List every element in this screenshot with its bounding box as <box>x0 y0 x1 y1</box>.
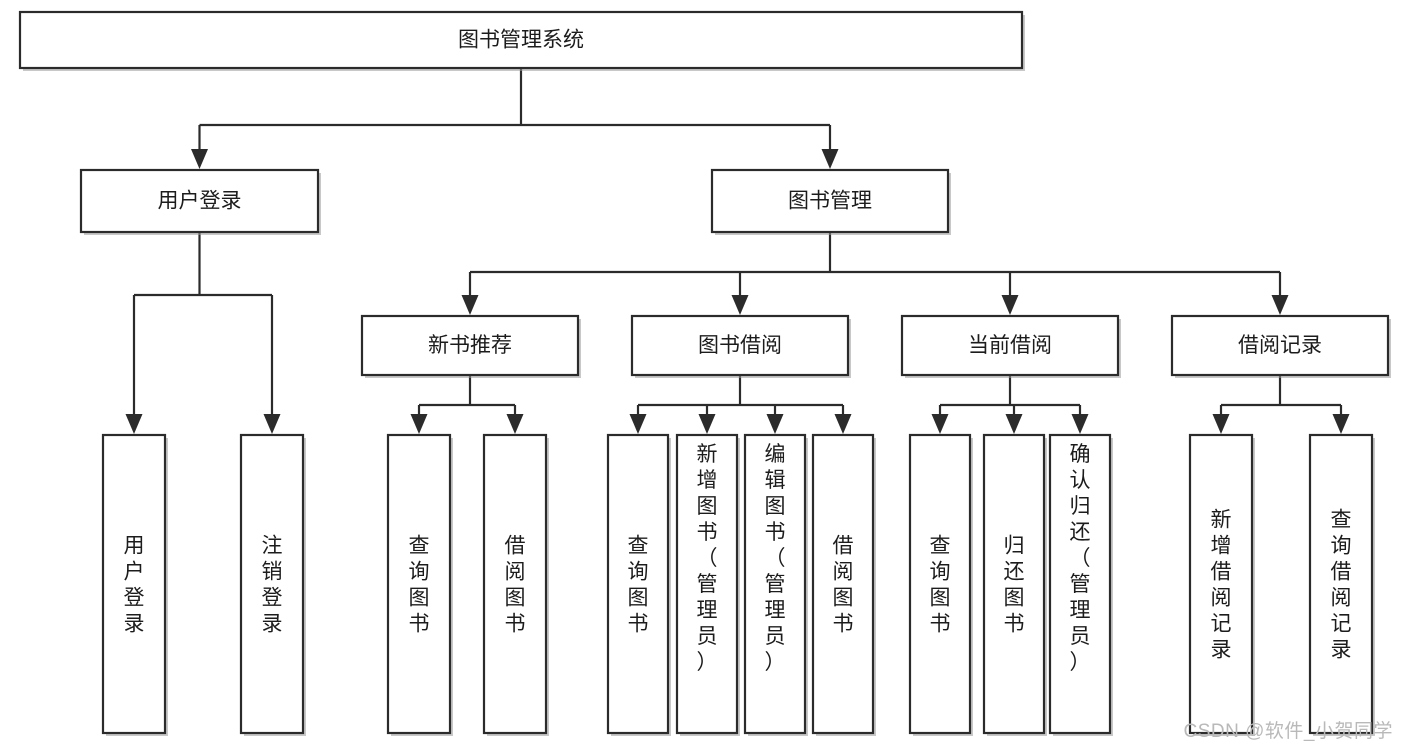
node-rect[interactable] <box>1188 433 1254 735</box>
node-rect[interactable] <box>710 168 950 234</box>
node-l-user-logout[interactable]: 注销登录 <box>239 433 306 736</box>
node-rect[interactable] <box>900 314 1120 377</box>
arrow-head-icon <box>125 414 143 434</box>
node-l-edit-book[interactable]: 编辑图书（管理员） <box>743 433 808 736</box>
node-l-borrow-book-a[interactable]: 借阅图书 <box>482 433 549 736</box>
node-rect[interactable] <box>675 433 739 735</box>
node-rect[interactable] <box>606 433 670 735</box>
node-layer: 图书管理系统用户登录图书管理新书推荐图书借阅当前借阅借阅记录用户登录注销登录查询… <box>18 10 1391 736</box>
node-rect[interactable] <box>811 433 875 735</box>
node-l-add-book[interactable]: 新增图书（管理员） <box>675 433 740 736</box>
node-label: 查询图书 <box>628 534 649 635</box>
node-label: 查询借阅记录 <box>1331 508 1352 661</box>
node-l-borrow-book-b[interactable]: 借阅图书 <box>811 433 876 736</box>
node-l-add-record[interactable]: 新增借阅记录 <box>1188 433 1255 736</box>
node-root[interactable]: 图书管理系统 <box>18 10 1025 71</box>
node-label: 用户登录 <box>124 534 145 635</box>
arrow-head-icon <box>1071 414 1089 434</box>
arrow-head-icon <box>698 414 716 434</box>
node-rect[interactable] <box>18 10 1024 70</box>
node-label: 确认归还（管理员） <box>1070 443 1091 674</box>
node-label: 新书推荐 <box>428 334 512 357</box>
node-n-current[interactable]: 当前借阅 <box>900 314 1121 378</box>
arrow-head-icon <box>629 414 647 434</box>
node-label: 用户登录 <box>158 190 242 213</box>
node-rect[interactable] <box>79 168 320 234</box>
node-rect[interactable] <box>1170 314 1390 377</box>
node-l-query-record[interactable]: 查询借阅记录 <box>1308 433 1375 736</box>
arrow-head-icon <box>766 414 784 434</box>
node-label: 查询图书 <box>409 534 430 635</box>
node-label: 当前借阅 <box>968 334 1052 357</box>
node-rect[interactable] <box>360 314 580 377</box>
arrow-head-icon <box>821 149 839 169</box>
node-l-return-book[interactable]: 归还图书 <box>982 433 1047 736</box>
arrow-head-icon <box>410 414 428 434</box>
node-l-confirm-return[interactable]: 确认归还（管理员） <box>1048 433 1113 736</box>
node-rect[interactable] <box>743 433 807 735</box>
node-n-new-rec[interactable]: 新书推荐 <box>360 314 581 378</box>
node-l-query-book-c[interactable]: 查询图书 <box>908 433 973 736</box>
arrow-head-icon <box>191 149 208 169</box>
node-label: 查询图书 <box>930 534 951 635</box>
node-label: 借阅记录 <box>1238 334 1322 357</box>
node-rect[interactable] <box>630 314 850 377</box>
node-n-user-login[interactable]: 用户登录 <box>79 168 321 235</box>
node-rect[interactable] <box>982 433 1046 735</box>
node-label: 图书管理系统 <box>458 29 584 52</box>
node-n-book-mgmt[interactable]: 图书管理 <box>710 168 951 235</box>
node-rect[interactable] <box>1308 433 1374 735</box>
node-rect[interactable] <box>1048 433 1112 735</box>
arrow-head-icon <box>834 414 852 434</box>
arrow-head-icon <box>1212 414 1230 434</box>
node-label: 图书借阅 <box>698 334 782 357</box>
node-label: 编辑图书（管理员） <box>765 443 786 674</box>
arrow-head-icon <box>931 414 949 434</box>
node-rect[interactable] <box>386 433 452 735</box>
arrow-head-icon <box>461 295 479 315</box>
node-l-query-book-b[interactable]: 查询图书 <box>606 433 671 736</box>
arrow-head-icon <box>1332 414 1350 434</box>
node-n-borrow[interactable]: 图书借阅 <box>630 314 851 378</box>
connector-layer <box>125 68 1350 434</box>
node-label: 借阅图书 <box>505 534 526 635</box>
arrow-head-icon <box>506 414 524 434</box>
node-rect[interactable] <box>239 433 305 735</box>
node-label: 图书管理 <box>788 190 872 213</box>
node-rect[interactable] <box>908 433 972 735</box>
arrow-head-icon <box>1001 295 1019 315</box>
node-rect[interactable] <box>101 433 167 735</box>
node-label: 注销登录 <box>262 534 283 635</box>
node-n-records[interactable]: 借阅记录 <box>1170 314 1391 378</box>
node-rect[interactable] <box>482 433 548 735</box>
arrow-head-icon <box>1005 414 1023 434</box>
node-l-query-book-a[interactable]: 查询图书 <box>386 433 453 736</box>
arrow-head-icon <box>263 414 281 434</box>
node-label: 新增图书（管理员） <box>697 443 718 674</box>
watermark-text: CSDN @软件_小贺同学 <box>1183 721 1393 742</box>
arrow-head-icon <box>1271 295 1289 315</box>
arrow-head-icon <box>731 295 749 315</box>
node-label: 归还图书 <box>1004 534 1025 635</box>
node-label: 借阅图书 <box>833 534 854 635</box>
node-label: 新增借阅记录 <box>1211 508 1232 661</box>
node-l-user-login[interactable]: 用户登录 <box>101 433 168 736</box>
